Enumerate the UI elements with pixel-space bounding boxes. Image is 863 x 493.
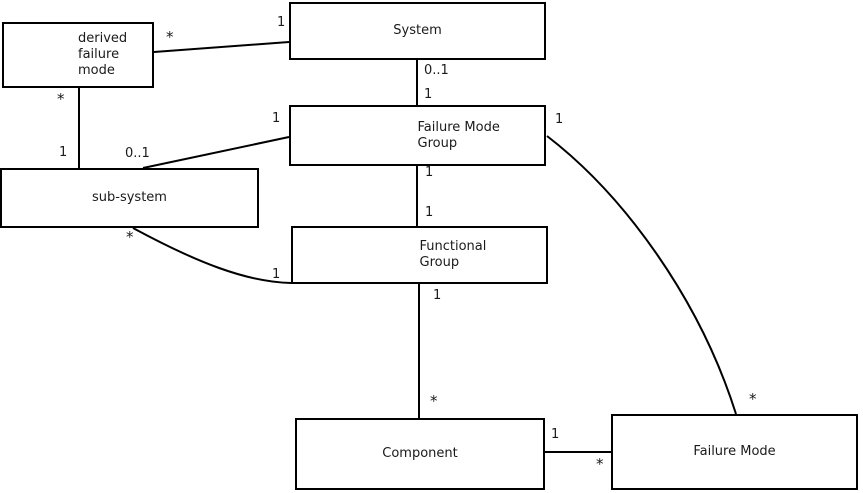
class-node-system[interactable]: System xyxy=(289,2,546,60)
multiplicity-label: 1 xyxy=(272,111,281,126)
class-node-label: Functional Group xyxy=(419,239,487,270)
class-node-label: Failure Mode xyxy=(693,444,776,459)
multiplicity-label: 1 xyxy=(272,267,281,282)
class-node-label: derived failure mode xyxy=(78,31,128,78)
multiplicity-label: * xyxy=(596,455,604,473)
multiplicity-label: * xyxy=(749,390,757,408)
class-node-sub-system[interactable]: sub-system xyxy=(0,168,259,228)
class-node-component[interactable]: Component xyxy=(295,418,545,490)
edge-failure-mode-group-failure-mode xyxy=(546,135,737,415)
multiplicity-label: * xyxy=(166,28,174,46)
multiplicity-label: 1 xyxy=(433,288,442,303)
multiplicity-label: 1 xyxy=(425,205,434,220)
class-node-functional-group[interactable]: Functional Group xyxy=(291,226,548,284)
multiplicity-label: 0..1 xyxy=(125,146,150,161)
class-node-failure-mode[interactable]: Failure Mode xyxy=(611,414,858,490)
multiplicity-label: * xyxy=(126,228,134,246)
class-node-label: System xyxy=(393,23,442,38)
class-node-failure-mode-group[interactable]: Failure Mode Group xyxy=(289,105,546,166)
multiplicity-label: 1 xyxy=(425,165,434,180)
edge-derived-failure-mode-system xyxy=(153,41,290,53)
class-node-label: Component xyxy=(382,446,458,461)
class-node-label: sub-system xyxy=(92,190,167,205)
class-node-derived-failure-mode[interactable]: derived failure mode xyxy=(2,22,154,88)
multiplicity-label: 1 xyxy=(555,112,564,127)
multiplicity-label: 1 xyxy=(551,427,560,442)
class-node-label: Failure Mode Group xyxy=(417,119,500,151)
multiplicity-label: * xyxy=(57,90,65,108)
edge-sub-system-functional-group xyxy=(132,227,292,284)
multiplicity-label: 0..1 xyxy=(424,63,449,78)
multiplicity-label: 1 xyxy=(277,15,286,30)
edge-failure-mode-group-sub-system xyxy=(142,136,290,169)
multiplicity-label: 1 xyxy=(59,145,68,160)
multiplicity-label: 1 xyxy=(424,87,433,102)
multiplicity-label: * xyxy=(430,392,438,410)
